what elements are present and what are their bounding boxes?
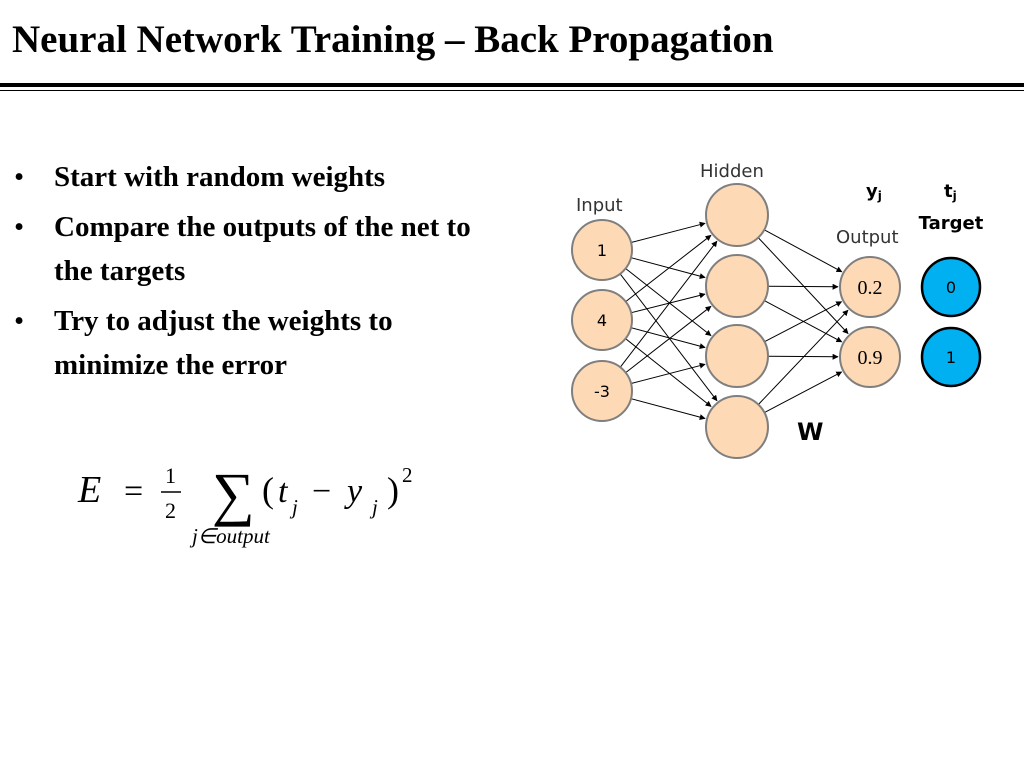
hidden-node-1: [705, 183, 769, 247]
edge-hidden-3-output-2: [767, 353, 839, 360]
hidden-node-3: [705, 324, 769, 388]
equation-minus: −: [312, 473, 331, 510]
target-label: Target: [919, 213, 984, 234]
bullet-item: • Try to adjust the weights to minimize …: [14, 299, 514, 387]
network-diagram: Input Hidden Output yj tj Target 1 4 -3 0.…: [571, 161, 984, 459]
equation-target-subscript: j: [289, 495, 298, 519]
equation-open-paren: (: [262, 470, 274, 510]
output-nodes: 0.2 0.9: [839, 256, 901, 388]
equation-output-symbol: y: [344, 473, 363, 510]
edge-input-2-hidden-1: [625, 234, 712, 302]
input-node-2: [571, 289, 633, 351]
slide-title: Neural Network Training – Back Propagati…: [12, 18, 774, 61]
bullet-dot: •: [14, 305, 25, 337]
input-layer-label: Input: [576, 195, 623, 216]
bullet-list: • Start with random weights • Compare th…: [14, 155, 514, 393]
title-rule-thick: [0, 83, 1024, 87]
equation-equals: =: [124, 473, 143, 510]
bullet-text: Start with random weights: [54, 161, 386, 193]
output-value-1: 0.2: [858, 277, 883, 299]
hidden-node-2: [705, 254, 769, 318]
edge-hidden-1-output-2: [757, 237, 849, 335]
title-rule-thin: [0, 90, 1024, 91]
input-value-1: 1: [597, 241, 607, 260]
edge-input-3-hidden-3: [630, 362, 706, 384]
equation-fraction-numerator: 1: [165, 463, 176, 488]
error-equation: E = 1 2 ∑ j∈output ( t j − y j ) 2: [77, 461, 413, 548]
edge-hidden-2-output-1: [767, 283, 839, 290]
target-node-1: [920, 256, 982, 318]
bullet-item: • Compare the outputs of the net to the …: [14, 205, 514, 293]
output-node-2: [839, 326, 901, 388]
edge-input-2-hidden-3: [630, 327, 706, 350]
edge-input-1-hidden-3: [625, 268, 712, 336]
bullet-dot: •: [14, 211, 25, 243]
edge-hidden-4-output-2: [764, 371, 843, 414]
bullet-dot: •: [14, 161, 25, 193]
network-edges: [619, 221, 849, 421]
target-value-1: 0: [946, 278, 956, 297]
equation-close-paren: ): [387, 470, 399, 510]
edge-hidden-3-output-1: [764, 301, 843, 343]
equation-target-symbol: t: [278, 473, 289, 510]
equation-lhs: E: [77, 469, 101, 511]
edge-input-1-hidden-1: [630, 221, 706, 243]
output-value-2: 0.9: [858, 347, 883, 369]
target-nodes: 01: [920, 256, 982, 388]
target-t-symbol: tj: [944, 181, 957, 203]
edge-input-2-hidden-4: [625, 338, 712, 407]
edge-hidden-4-output-1: [758, 309, 849, 405]
edge-input-3-hidden-2: [625, 305, 712, 373]
target-value-2: 1: [946, 348, 956, 367]
equation-output-subscript: j: [369, 495, 378, 519]
bullet-text: Try to adjust the weights to minimize th…: [54, 305, 393, 381]
bullet-text: Compare the outputs of the net to the ta…: [54, 211, 471, 287]
edge-hidden-1-output-1: [764, 229, 843, 273]
edge-input-1-hidden-2: [630, 257, 706, 280]
input-nodes: 1 4 -3: [571, 219, 633, 422]
output-y-symbol: yj: [866, 181, 882, 203]
weights-label: W: [797, 418, 823, 446]
equation-fraction-denominator: 2: [165, 498, 176, 523]
input-value-2: 4: [597, 311, 607, 330]
hidden-nodes: [705, 183, 769, 459]
bullet-item: • Start with random weights: [14, 155, 514, 199]
edge-input-3-hidden-4: [630, 398, 706, 421]
output-layer-label: Output: [836, 227, 899, 248]
target-node-2: [920, 326, 982, 388]
equation-sum-sign: ∑: [212, 461, 255, 527]
hidden-layer-label: Hidden: [700, 161, 764, 182]
hidden-node-4: [705, 395, 769, 459]
input-value-3: -3: [594, 382, 610, 401]
output-node-1: [839, 256, 901, 318]
input-node-1: [571, 219, 633, 281]
equation-exponent: 2: [402, 463, 413, 487]
equation-sum-subscript: j∈output: [189, 524, 271, 548]
input-node-3: [571, 360, 633, 422]
edge-input-3-hidden-1: [619, 240, 718, 368]
edge-input-2-hidden-2: [630, 292, 706, 314]
